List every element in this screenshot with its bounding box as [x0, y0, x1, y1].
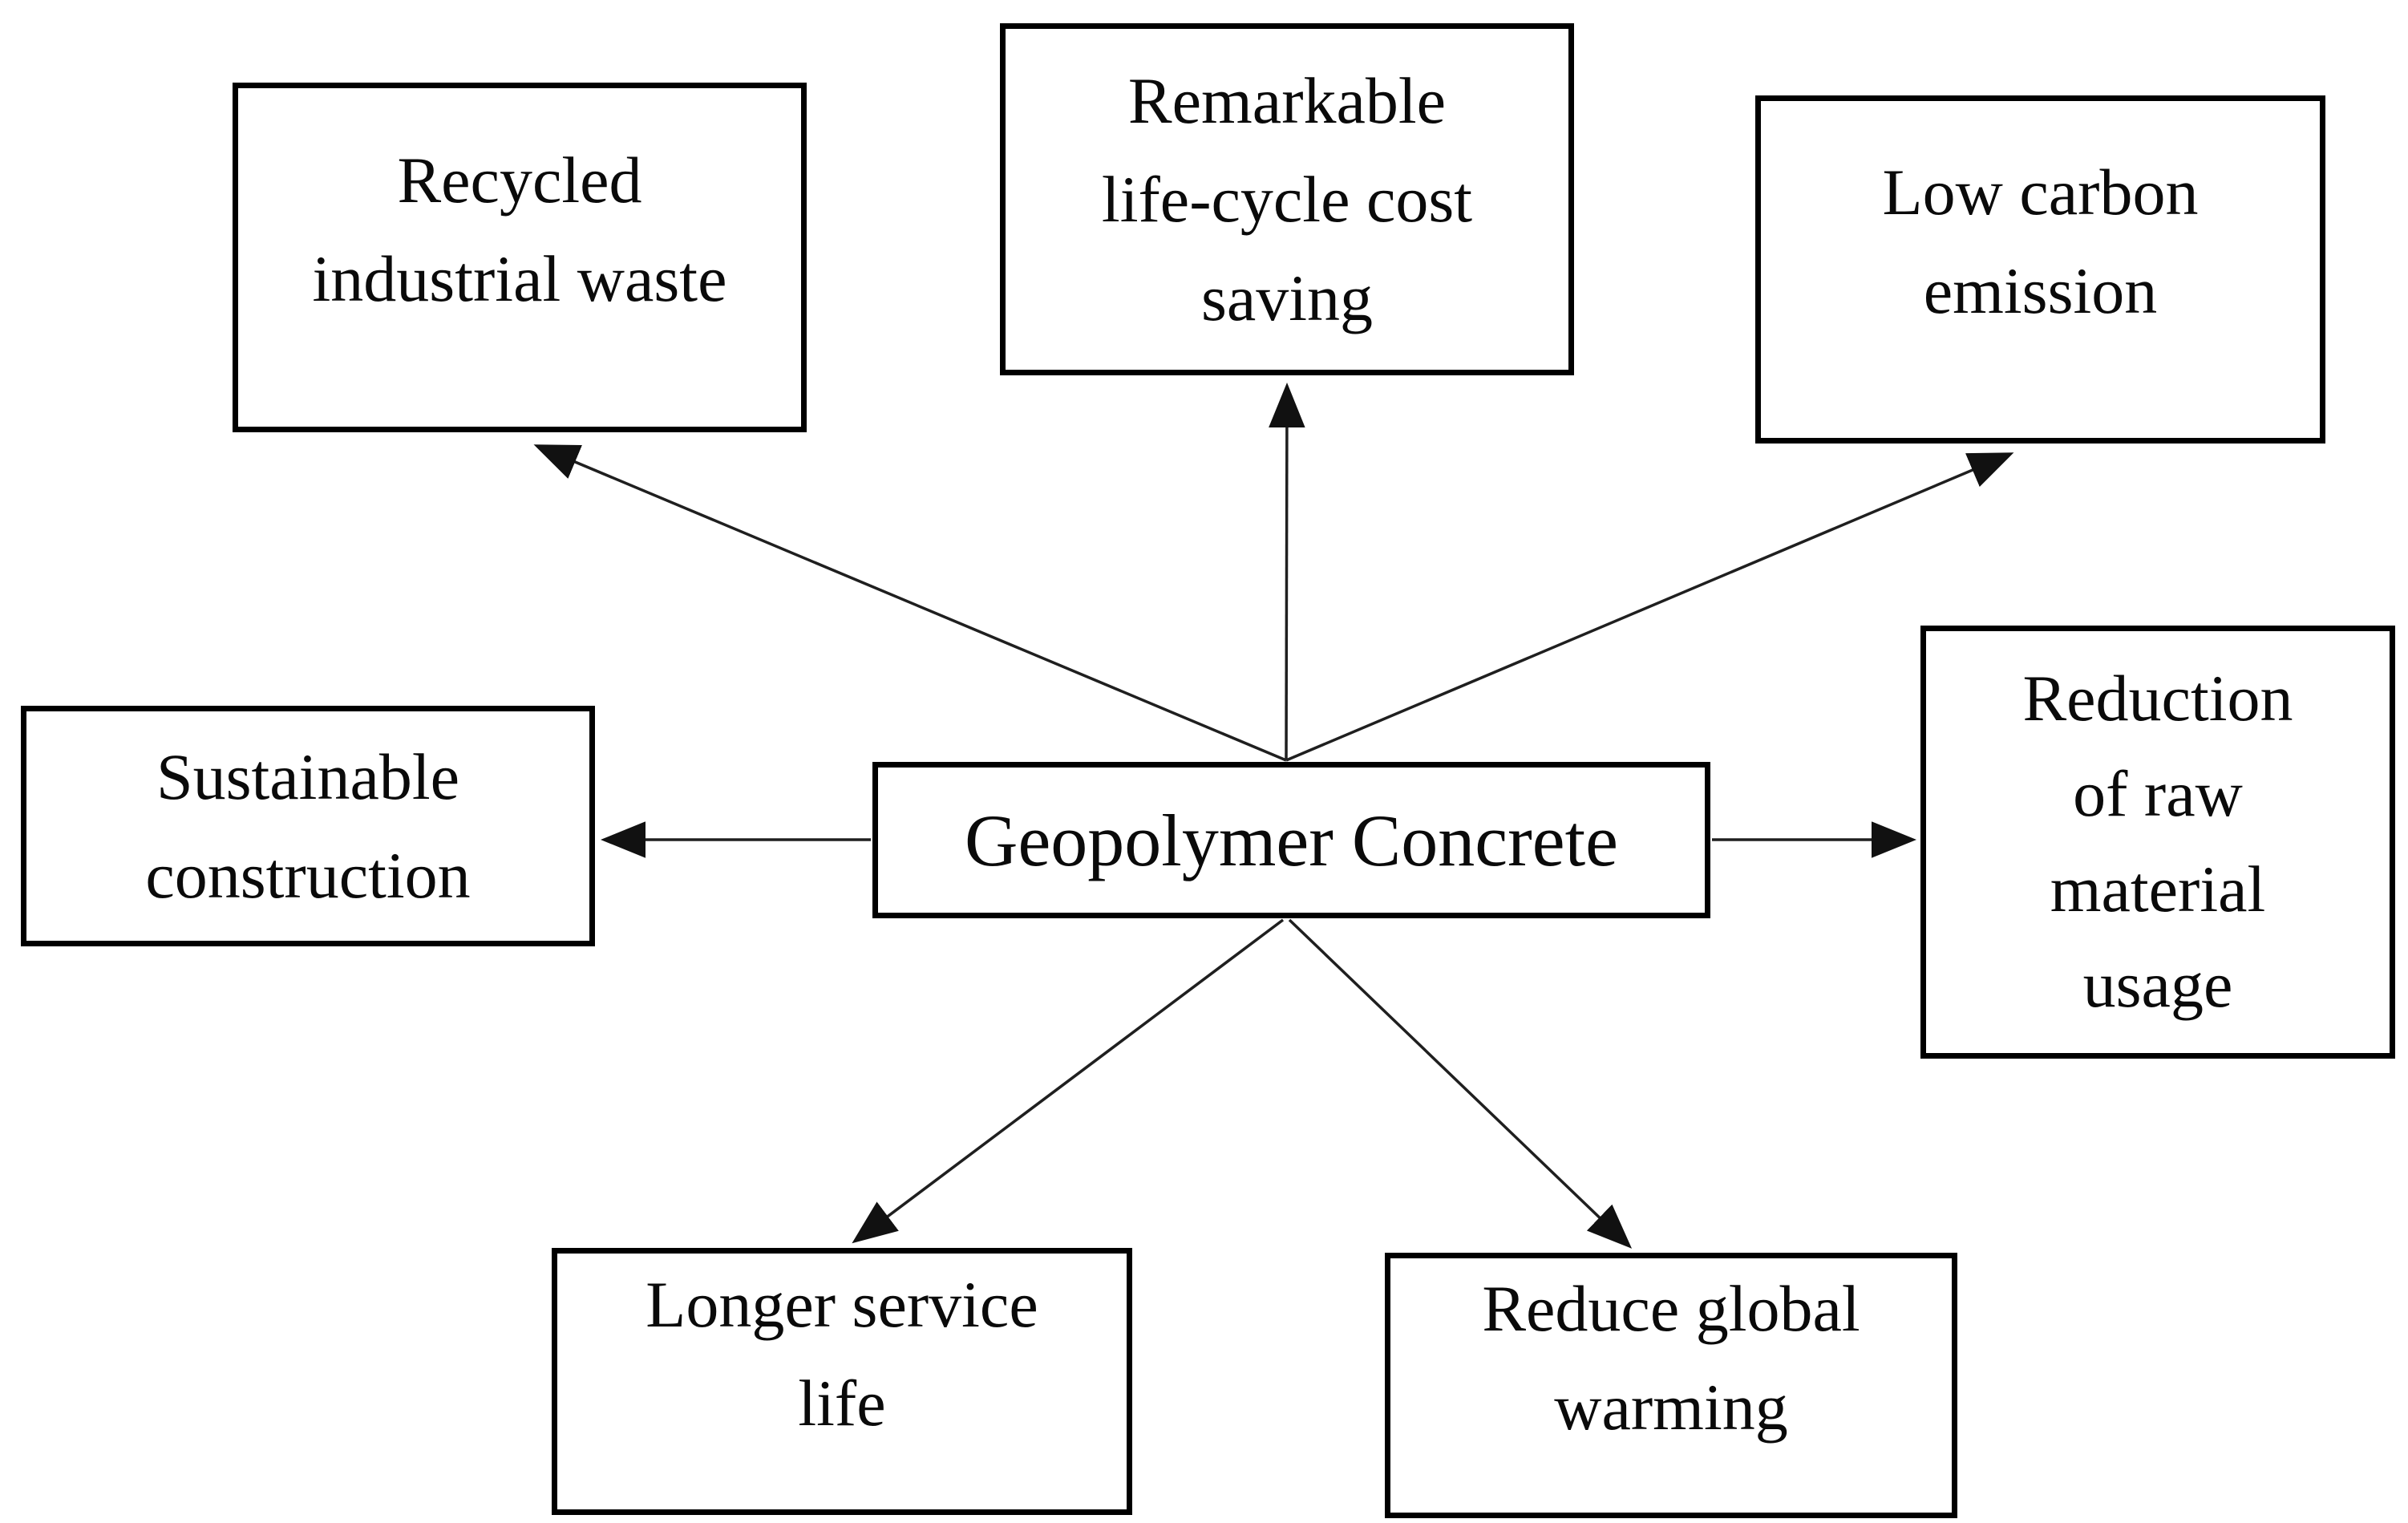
node-label-line: construction	[145, 839, 471, 912]
node-label-line: Longer service	[646, 1267, 1038, 1341]
node-longer-service-life: Longer service life	[552, 1248, 1132, 1515]
node-label-line: life-cycle cost	[1101, 163, 1473, 236]
node-label-line: emission	[1923, 254, 2158, 327]
center-node-label: Geopolymer Concrete	[965, 799, 1618, 881]
node-label-line: Low carbon	[1882, 156, 2199, 229]
arrow-center-to-low-carbon-emission	[1285, 452, 2014, 762]
node-label-line: Reduce global	[1482, 1271, 1860, 1345]
node-label-line: Reduction	[2022, 662, 2293, 735]
node-label-line: material	[2050, 853, 2266, 926]
node-label-line: Remarkable	[1127, 64, 1447, 137]
node-reduction-of-raw-material-usage: Reduction of raw material usage	[1920, 626, 2395, 1059]
node-label-line: warming	[1554, 1370, 1788, 1444]
arrow-center-to-longer-service-life	[852, 918, 1285, 1244]
node-sustainable-construction: Sustainable construction	[21, 706, 595, 946]
node-label-line: Sustainable	[156, 740, 460, 813]
node-label-line: usage	[2082, 947, 2233, 1021]
node-reduce-global-warming: Reduce global warming	[1385, 1253, 1957, 1518]
node-label-line: life	[798, 1366, 886, 1440]
node-geopolymer-concrete: Geopolymer Concrete	[872, 762, 1710, 918]
arrow-center-to-reduce-global-warming	[1288, 918, 1633, 1249]
node-label-line: Recycled	[397, 144, 642, 217]
node-low-carbon-emission: Low carbon emission	[1755, 95, 2325, 444]
node-remarkable-life-cycle-cost-saving: Remarkable life-cycle cost saving	[1000, 23, 1574, 375]
node-label-line: of raw	[2073, 757, 2243, 831]
arrow-center-to-remarkable-life-cycle-cost-saving	[1269, 383, 1305, 761]
node-label-line: industrial waste	[312, 242, 727, 315]
arrow-center-to-recycled-industrial-waste	[533, 444, 1287, 762]
node-label-line: saving	[1200, 261, 1374, 334]
node-recycled-industrial-waste: Recycled industrial waste	[233, 83, 807, 432]
